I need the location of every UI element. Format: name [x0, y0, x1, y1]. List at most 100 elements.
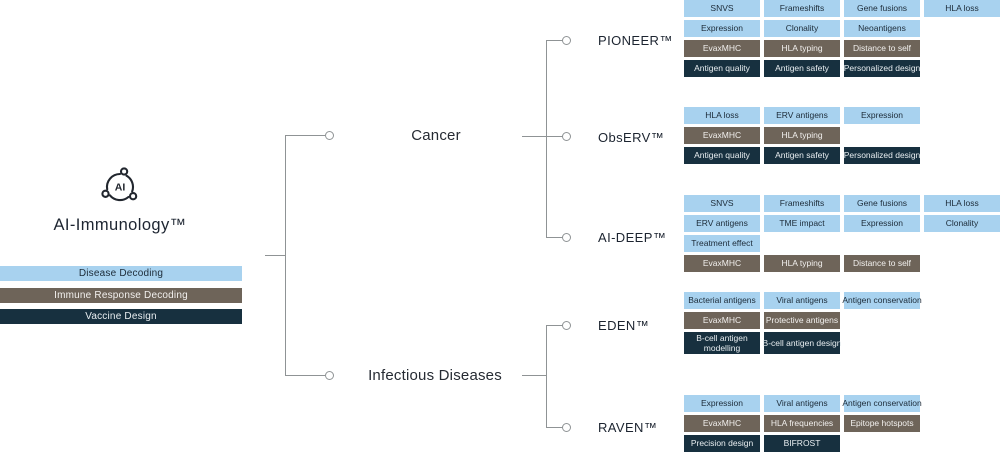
capability-tag: Clonality — [764, 20, 840, 37]
capability-tag: EvaxMHC — [684, 415, 760, 432]
tree-node-circle-raven — [562, 423, 571, 432]
capability-tag: Distance to self — [844, 255, 920, 272]
capability-tag: TME impact — [764, 215, 840, 232]
capability-tag: Treatment effect — [684, 235, 760, 252]
ai-network-icon: AI — [101, 167, 138, 202]
capability-tag: SNVS — [684, 195, 760, 212]
capability-tag: Personalized design — [844, 60, 920, 77]
product-label-observ: ObsERV™ — [598, 130, 665, 145]
capability-tag: B-cell antigen design — [763, 332, 841, 355]
product-label-pioneer: PIONEER™ — [598, 33, 673, 48]
connector-cancer-vertical — [546, 40, 547, 237]
branch-label-infectious-diseases: Infectious Diseases — [368, 367, 502, 384]
capability-tag: Epitope hotspots — [844, 415, 920, 432]
legend-immune-response-decoding: Immune Response Decoding — [0, 288, 242, 303]
capability-tag: Gene fusions — [844, 195, 920, 212]
capability-tag: EvaxMHC — [684, 312, 760, 329]
connector-observ — [546, 136, 563, 137]
connector-cancer-branch — [285, 135, 325, 136]
capability-tag: EvaxMHC — [684, 255, 760, 272]
capability-tag: HLA loss — [924, 195, 1000, 212]
connector-aideep — [546, 237, 563, 238]
platform-title: AI-Immunology™ — [53, 216, 187, 234]
capability-tag: Antigen safety — [764, 147, 840, 164]
capability-tag: Frameshifts — [764, 195, 840, 212]
capability-tag: Viral antigens — [764, 292, 840, 309]
legend-disease-decoding: Disease Decoding — [0, 266, 242, 281]
connector-pioneer — [546, 40, 563, 41]
capability-tag: Antigen conservation — [842, 395, 922, 412]
capability-tag: HLA frequencies — [764, 415, 840, 432]
product-label-eden: EDEN™ — [598, 318, 650, 333]
capability-tag: SNVS — [684, 0, 760, 17]
tree-node-circle-infectious — [325, 371, 334, 380]
capability-tag: Antigen conservation — [842, 292, 922, 309]
capability-tag: EvaxMHC — [684, 127, 760, 144]
connector-raven — [546, 427, 563, 428]
capability-tag: Antigen quality — [684, 147, 760, 164]
capability-tag: Gene fusions — [844, 0, 920, 17]
tag-row: Treatment effect — [684, 235, 1000, 252]
capability-tag: Protective antigens — [764, 312, 840, 329]
legend-vaccine-design: Vaccine Design — [0, 309, 242, 324]
tree-node-circle-eden — [562, 321, 571, 330]
ai-logo-text: AI — [115, 182, 126, 194]
tree-node-circle-observ — [562, 132, 571, 141]
capability-tag: Expression — [844, 107, 920, 124]
connector-infectious-vertical — [546, 325, 547, 428]
connector-eden — [546, 325, 563, 326]
capability-tag: Personalized design — [844, 147, 920, 164]
capability-tag: HLA typing — [764, 40, 840, 57]
capability-tag: BIFROST — [764, 435, 840, 452]
branch-label-cancer: Cancer — [411, 127, 461, 144]
capability-tag: HLA loss — [924, 0, 1000, 17]
capability-tag: HLA loss — [684, 107, 760, 124]
tree-node-circle-cancer — [325, 131, 334, 140]
capability-tag: EvaxMHC — [684, 40, 760, 57]
connector-main-trunk — [285, 135, 286, 376]
tree-node-circle-aideep — [562, 233, 571, 242]
capability-tag: Bacterial antigens — [684, 292, 760, 309]
connector-platform-stub — [265, 255, 285, 256]
product-label-aideep: AI-DEEP™ — [598, 230, 667, 245]
capability-tag: ERV antigens — [764, 107, 840, 124]
capability-tag: Viral antigens — [764, 395, 840, 412]
capability-tag: Expression — [684, 395, 760, 412]
capability-tag: Distance to self — [844, 40, 920, 57]
capability-tag: Clonality — [924, 215, 1000, 232]
capability-tag: ERV antigens — [684, 215, 760, 232]
capability-tag: Neoantigens — [844, 20, 920, 37]
capability-tag: HLA typing — [764, 255, 840, 272]
connector-infectious-stub — [522, 375, 547, 376]
capability-tag: Frameshifts — [764, 0, 840, 17]
capability-tag: Precision design — [684, 435, 760, 452]
capability-tag: Expression — [684, 20, 760, 37]
connector-infectious-branch — [285, 375, 325, 376]
capability-tag: Antigen quality — [684, 60, 760, 77]
capability-tag: Expression — [844, 215, 920, 232]
product-label-raven: RAVEN™ — [598, 420, 658, 435]
tree-node-circle-pioneer — [562, 36, 571, 45]
capability-tag: B-cell antigen modelling — [684, 332, 760, 355]
capability-tag: HLA typing — [764, 127, 840, 144]
connector-cancer-stub — [522, 136, 547, 137]
